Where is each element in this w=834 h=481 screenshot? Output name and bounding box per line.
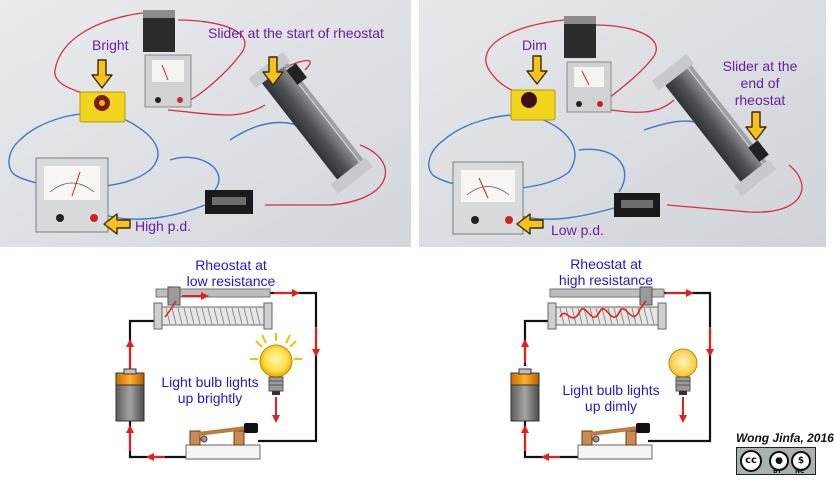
slider-end-label-line: Slider at the — [722, 58, 798, 74]
battery-symbol — [115, 368, 145, 422]
bright-label: Bright — [92, 37, 129, 53]
switch-symbol — [185, 423, 261, 460]
photo-panel-low-brightness: Dim Slider at the end of rheostat Low p.… — [419, 0, 826, 247]
battery-symbol — [510, 368, 540, 422]
bulb-dim-icon — [668, 348, 698, 395]
slider-end-label: Slider at the end of rheostat — [705, 58, 815, 109]
dim-label: Dim — [522, 37, 547, 53]
arrow-to-bulb — [91, 59, 113, 89]
photo-panel-high-brightness: Bright Slider at the start of rheostat H… — [0, 0, 411, 247]
arrow-to-slider — [262, 56, 284, 86]
rheostat-low-label: Rheostat at low resistance — [176, 257, 286, 289]
rheostat-high-label: Rheostat at high resistance — [546, 256, 666, 288]
bulb-bright-label-line: up brightly — [177, 390, 243, 406]
rheostat-photo — [651, 53, 777, 197]
battery — [143, 14, 175, 52]
arrow-to-meter — [516, 213, 544, 235]
arrow-to-bulb — [526, 55, 548, 85]
circuit-low-resistance — [115, 286, 320, 461]
apparatus-photo — [419, 0, 826, 247]
arrow-to-slider — [745, 111, 767, 141]
rheostat-symbol — [547, 286, 667, 330]
red-wire — [54, 11, 151, 99]
battery — [564, 20, 596, 58]
by-text: BY — [773, 468, 782, 475]
switch-symbol — [577, 423, 653, 460]
rheostat-low-label-line: Rheostat at — [195, 257, 267, 273]
nc-text: NC — [795, 468, 805, 475]
bulb-dim-label-line: Light bulb lights — [562, 382, 660, 398]
by-icon: ● — [769, 451, 789, 471]
rheostat-high-label-line: high resistance — [558, 272, 654, 288]
blue-wire — [8, 113, 159, 189]
high-pd-label: High p.d. — [135, 218, 192, 234]
current-arrows — [521, 289, 714, 461]
arrow-to-meter — [103, 213, 131, 235]
circuit-diagrams — [115, 286, 714, 461]
circuit-high-resistance — [510, 286, 714, 461]
rheostat-symbol — [153, 286, 273, 330]
slider-start-label: Slider at the start of rheostat — [208, 25, 384, 41]
cc-icon: cc — [740, 450, 762, 472]
bulb-bright-label-line: Light bulb lights — [161, 374, 259, 390]
apparatus-photo — [0, 0, 411, 247]
rheostat-high-label-line: Rheostat at — [570, 256, 642, 272]
current-arrows — [126, 289, 320, 461]
bulb-dim-label: Light bulb lights up dimly — [553, 382, 669, 414]
nc-icon: $ — [791, 451, 811, 471]
bulb-dim-label-line: up dimly — [584, 398, 638, 414]
rheostat-low-label-line: low resistance — [186, 273, 276, 289]
slider-end-label-line: end of — [740, 75, 780, 91]
cc-license-badge: cc ● $ BY NC — [736, 447, 816, 475]
bulb-bright-label: Light bulb lights up brightly — [152, 374, 268, 406]
low-pd-label: Low p.d. — [551, 222, 604, 238]
bulb-bright-icon — [250, 333, 302, 395]
slider-end-label-line: rheostat — [734, 92, 786, 108]
author-credit: Wong Jinfa, 2016 — [736, 431, 834, 445]
